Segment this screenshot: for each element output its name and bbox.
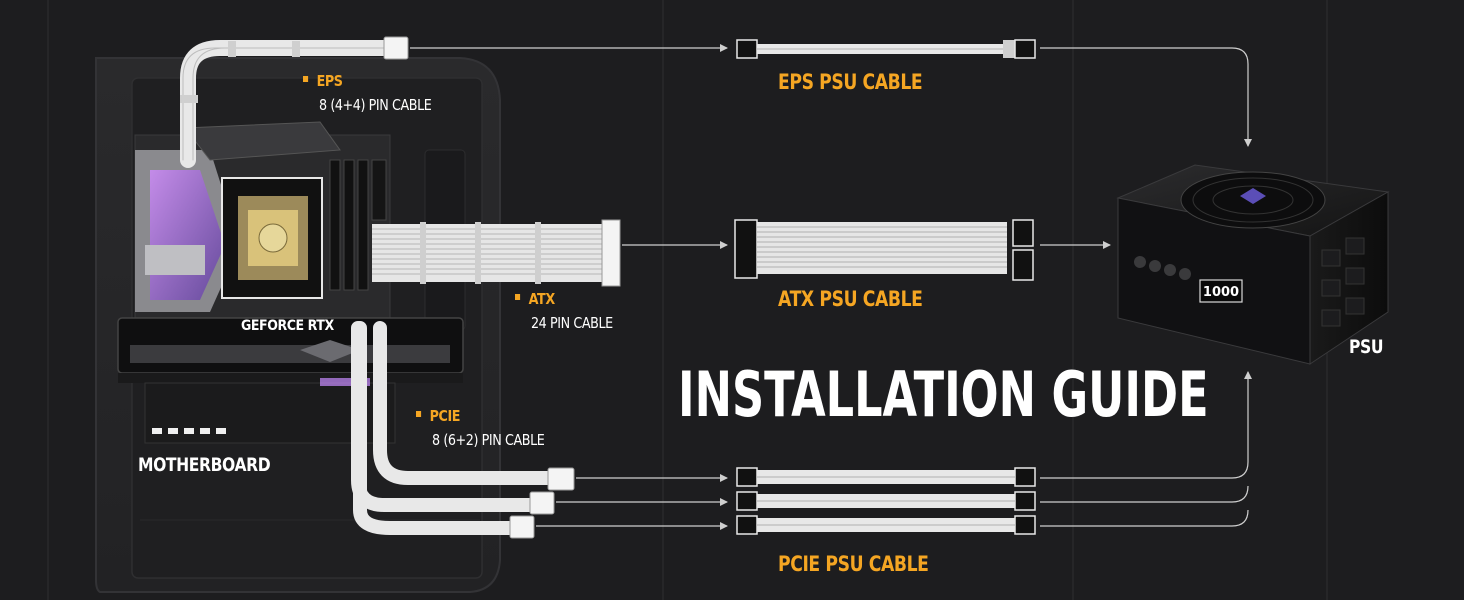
eps-connector-spec: 8 (4+4) PIN CABLE [319,96,432,114]
gpu-brand-text: GEFORCE RTX [241,318,334,334]
atx-connector-name: ATX [515,290,555,308]
atx-psu-cable-graphic [734,219,1034,281]
bullet-icon [515,293,521,300]
motherboard-board [134,121,391,326]
pcie-connectors [509,467,575,539]
atx-name-text: ATX [528,290,556,308]
bullet-icon [416,410,422,417]
graphics-card [117,317,464,444]
eps-name-text: EPS [316,72,343,90]
eps-connector-name: EPS [303,72,343,90]
pcie-connector-name: PCIE [416,407,460,425]
pcie-psu-cable-graphic [736,467,1036,535]
bullet-icon [303,75,309,82]
eps-psu-cable-graphic [736,39,1036,59]
eps-connector [383,36,409,60]
page-title: INSTALLATION GUIDE [678,358,1209,431]
atx-psu-cable-label: ATX PSU CABLE [778,287,923,311]
eps-psu-cable-label: EPS PSU CABLE [778,70,923,94]
pcie-name-text: PCIE [429,407,461,425]
pcie-connector-spec: 8 (6+2) PIN CABLE [432,431,545,449]
connection-lines [410,44,1252,530]
psu-label: PSU [1349,336,1384,358]
pcie-psu-cable-label: PCIE PSU CABLE [778,552,929,576]
psu-display-readout: 1000 [1203,285,1239,300]
atx-connector-spec: 24 PIN CABLE [531,314,613,332]
eps-cable [180,40,392,168]
pcie-cables [351,321,555,535]
motherboard-label: MOTHERBOARD [138,454,271,476]
atx-cable [372,219,621,287]
psu-unit: 1000 [1116,164,1390,365]
